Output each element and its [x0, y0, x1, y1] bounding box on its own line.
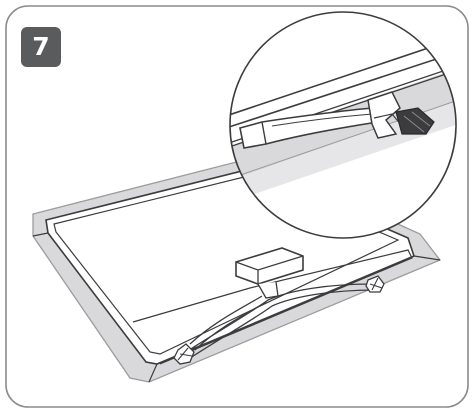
tape-strips	[182, 283, 377, 361]
magnifier-callout	[229, 11, 457, 239]
step-number-badge: 7	[21, 27, 61, 67]
tape-end-left	[173, 343, 195, 365]
connector-closeup	[395, 107, 435, 135]
stand-bracket	[235, 247, 304, 299]
tape-end-right	[365, 275, 385, 293]
